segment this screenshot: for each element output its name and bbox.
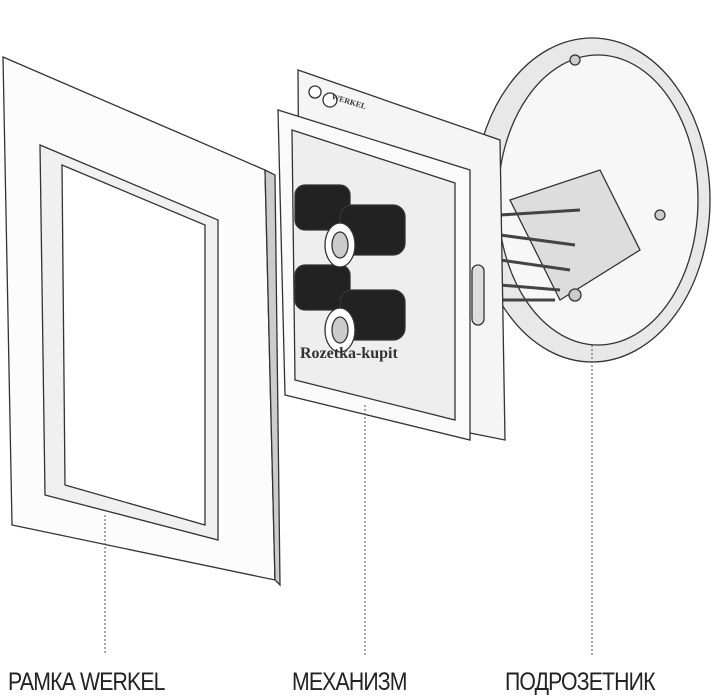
mechanism <box>277 69 506 441</box>
frame <box>2 56 281 587</box>
leader-lines <box>104 345 593 655</box>
label-box: ПОДРОЗЕТНИК <box>505 668 655 696</box>
speaker-terminal <box>294 184 406 341</box>
werkel-logo-icon <box>322 92 338 108</box>
mounting-box <box>473 37 711 363</box>
watermark: Rozetka-kupit <box>300 345 398 362</box>
label-frame: РАМКА WERKEL <box>8 668 165 696</box>
label-mechanism: МЕХАНИЗМ <box>292 668 407 696</box>
